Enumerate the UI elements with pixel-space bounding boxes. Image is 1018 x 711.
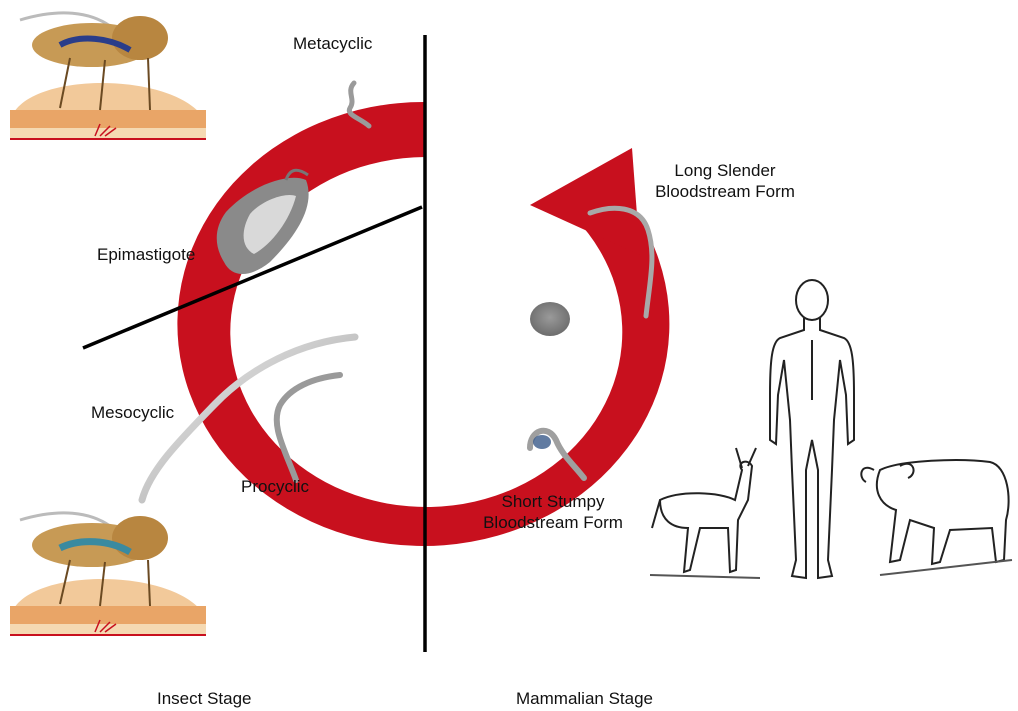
label-metacyclic: Metacyclic <box>293 33 372 54</box>
cycle-arrowhead <box>530 148 640 255</box>
blood-cell <box>530 302 570 336</box>
insect-stage-label: Insect Stage <box>157 689 252 709</box>
tsetse-fly-top <box>10 13 206 139</box>
label-long-slender: Long Slender Bloodstream Form <box>630 160 820 202</box>
label-short-stumpy-line1: Short Stumpy <box>458 491 648 512</box>
label-long-slender-line2: Bloodstream Form <box>630 181 820 202</box>
label-short-stumpy-line2: Bloodstream Form <box>458 512 648 533</box>
label-short-stumpy: Short Stumpy Bloodstream Form <box>458 491 648 533</box>
label-long-slender-line1: Long Slender <box>630 160 820 181</box>
label-mesocyclic: Mesocyclic <box>91 402 174 423</box>
antelope <box>650 448 760 578</box>
tsetse-fly-bottom <box>10 513 206 635</box>
label-epimastigote: Epimastigote <box>97 244 195 265</box>
mammalian-stage-label: Mammalian Stage <box>516 689 653 709</box>
human-figure <box>770 280 854 578</box>
label-procyclic: Procyclic <box>241 476 309 497</box>
buffalo <box>861 460 1012 575</box>
